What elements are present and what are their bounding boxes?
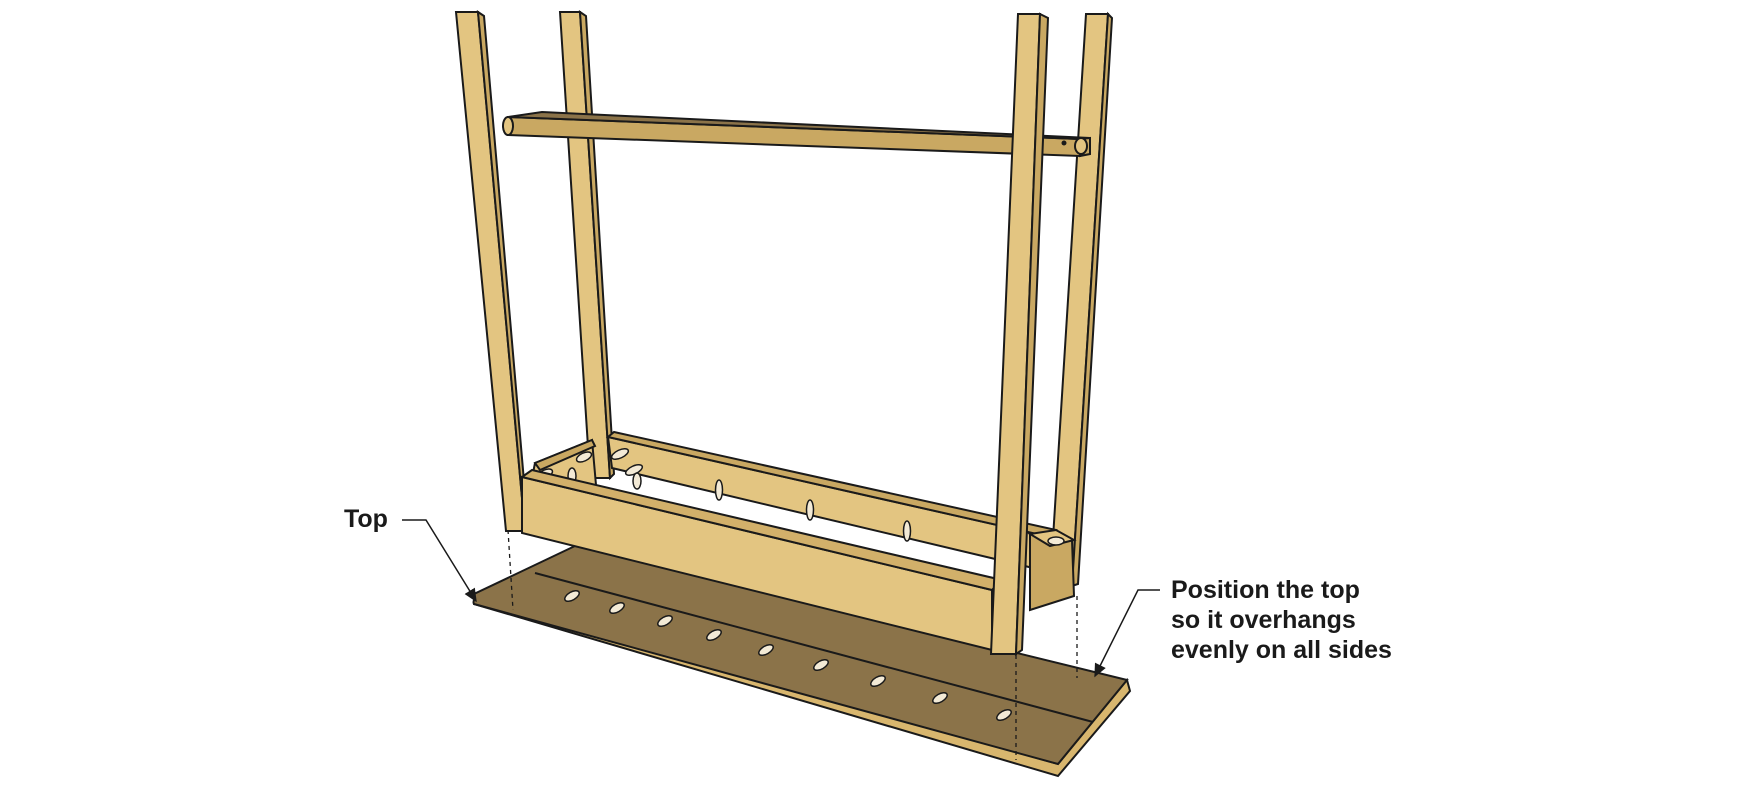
back-right-leg [1048,11,1114,588]
instruction-line: Position the top [1171,576,1360,604]
positioning-instruction: Position the top so it overhangs evenly … [1171,575,1392,665]
front-right-leg [989,12,1050,656]
tabletop-pocket-holes [564,589,1012,722]
tabletop-seam [534,572,1094,723]
instruction-line: evenly on all sides [1171,636,1392,664]
top-stretcher [502,110,1091,158]
alignment-guides [507,529,1078,760]
top-label: Top [344,505,388,533]
right-side-apron [1027,528,1077,612]
instruction-leader-line [1094,589,1160,678]
back-apron-pocket-holes [714,479,912,542]
front-left-leg [454,10,530,534]
top-leader-line [402,519,477,603]
instruction-line: so it overhangs [1171,606,1356,634]
back-left-leg [558,10,616,481]
